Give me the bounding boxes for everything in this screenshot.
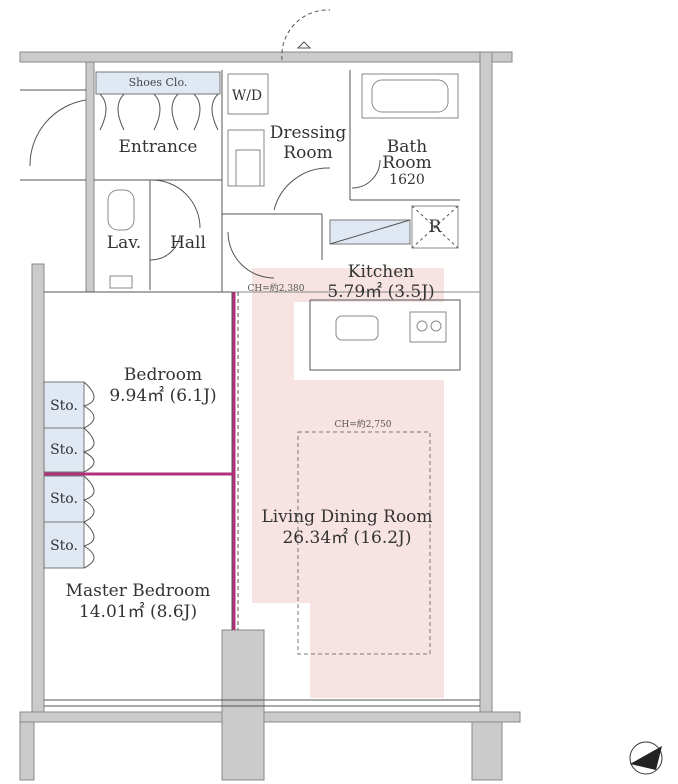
master-bedroom-label: Master Bedroom bbox=[66, 581, 211, 601]
lavatory-label: Lav. bbox=[107, 233, 141, 253]
storage-units bbox=[43, 381, 95, 569]
kitchen-label: Kitchen bbox=[348, 262, 414, 282]
living-dining-area: 26.34㎡ (16.2J) bbox=[282, 528, 411, 548]
bedroom-area: 9.94㎡ (6.1J) bbox=[109, 386, 216, 406]
utility-area bbox=[329, 205, 459, 249]
refrigerator-label: R bbox=[429, 217, 443, 237]
room-labels: Shoes Clo. W/D Entrance Dressing Room Ba… bbox=[50, 76, 443, 622]
doors bbox=[29, 9, 381, 279]
entrance-label: Entrance bbox=[119, 137, 198, 157]
dressing-room-label-1: Dressing bbox=[270, 123, 347, 143]
ldk-highlight bbox=[252, 268, 444, 698]
window-sash bbox=[44, 699, 480, 707]
kitchen-counter bbox=[309, 299, 461, 371]
bath-room-size: 1620 bbox=[389, 172, 425, 188]
compass-icon bbox=[629, 741, 663, 775]
washer-dryer-label: W/D bbox=[232, 88, 262, 104]
kitchen-area: 5.79㎡ (3.5J) bbox=[327, 282, 434, 302]
storage-label-1: Sto. bbox=[50, 398, 78, 414]
bath-room-label-2: Room bbox=[382, 153, 431, 173]
shoes-closet-label: Shoes Clo. bbox=[129, 76, 188, 89]
storage-label-4: Sto. bbox=[50, 538, 78, 554]
storage-label-3: Sto. bbox=[50, 491, 78, 507]
living-dining-label: Living Dining Room bbox=[261, 507, 432, 527]
hall-ceiling-height: CH=約2,380 bbox=[247, 282, 304, 294]
living-ceiling-height: CH=約2,750 bbox=[334, 418, 391, 430]
hall-label: Hall bbox=[170, 233, 206, 253]
lavatory-fixtures bbox=[107, 149, 261, 289]
bedroom-label: Bedroom bbox=[124, 365, 202, 385]
dressing-room-label-2: Room bbox=[283, 143, 332, 163]
living-ceiling-box bbox=[297, 431, 431, 655]
bath-room-label-1: Bath bbox=[387, 137, 427, 157]
storage-label-2: Sto. bbox=[50, 442, 78, 458]
outer-walls bbox=[19, 51, 521, 781]
shoes-closet bbox=[95, 71, 221, 131]
master-bedroom-area: 14.01㎡ (8.6J) bbox=[79, 602, 197, 622]
bedroom-partitions bbox=[44, 292, 236, 630]
